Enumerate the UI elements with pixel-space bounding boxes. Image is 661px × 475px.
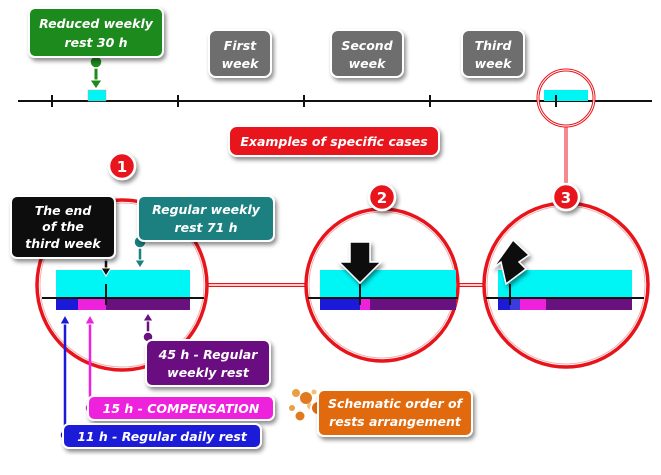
reduced-weekly-rest-callout: Reduced weekly rest 30 h xyxy=(28,7,164,90)
decorative-bubbles-icon xyxy=(289,389,317,421)
case-2 xyxy=(304,207,460,363)
case-badge-2: 2 xyxy=(367,182,397,212)
case-badge-3: 3 xyxy=(551,182,581,212)
svg-text:Regular weekly: Regular weekly xyxy=(152,202,261,217)
svg-text:rests arrangement: rests arrangement xyxy=(329,414,462,429)
connectors xyxy=(207,126,568,287)
svg-text:weekly rest: weekly rest xyxy=(167,365,250,380)
svg-text:Second: Second xyxy=(341,38,393,53)
daily-rest-callout: 11 h - Regular daily rest xyxy=(59,313,262,449)
svg-text:2: 2 xyxy=(377,189,387,207)
svg-text:week: week xyxy=(475,56,513,71)
regular-45h-callout: 45 h - Regular weekly rest xyxy=(142,312,271,387)
case-2-pointer-arrow xyxy=(337,241,383,285)
case-badge-1: 1 xyxy=(107,151,137,181)
case-3-pointer-arrow xyxy=(492,238,531,286)
case-3 xyxy=(482,201,650,369)
reduced-weekly-rest-label-2: rest 30 h xyxy=(64,35,127,50)
svg-text:11 h - Regular daily rest: 11 h - Regular daily rest xyxy=(77,429,248,444)
compensation-callout: 15 h - COMPENSATION xyxy=(84,313,275,421)
reduced-weekly-rest-label: Reduced weekly xyxy=(39,16,154,31)
reduced-rest-block xyxy=(87,89,107,102)
svg-text:third week: third week xyxy=(25,236,101,251)
svg-text:Examples of specific cases: Examples of specific cases xyxy=(240,134,427,149)
svg-text:Schematic order of: Schematic order of xyxy=(328,396,464,411)
third-week-rest-block xyxy=(544,90,588,101)
week-label-second: Second week xyxy=(330,29,404,78)
week-label-third: Third week xyxy=(461,29,525,78)
svg-text:week: week xyxy=(349,56,387,71)
regular-weekly-rest-callout: Regular weekly rest 71 h xyxy=(133,195,275,269)
schematic-callout: Schematic order of rests arrangement xyxy=(310,389,473,437)
case-1-daily-rest-bar xyxy=(56,298,78,310)
end-third-week-callout: The end of the third week xyxy=(10,195,116,277)
svg-text:Third: Third xyxy=(475,38,513,53)
svg-text:First: First xyxy=(224,38,257,53)
case-1-regular-bar xyxy=(106,298,190,310)
svg-text:1: 1 xyxy=(117,158,127,176)
svg-text:rest 71 h: rest 71 h xyxy=(174,220,237,235)
svg-text:45 h - Regular: 45 h - Regular xyxy=(158,347,259,362)
case-1-compensation-bar xyxy=(78,298,106,310)
timeline xyxy=(18,89,652,107)
svg-text:of the: of the xyxy=(42,219,84,234)
case-1-weekly-block xyxy=(56,270,190,298)
examples-title: Examples of specific cases xyxy=(228,125,440,157)
svg-text:week: week xyxy=(222,56,260,71)
svg-text:The end: The end xyxy=(35,203,93,218)
svg-text:15 h - COMPENSATION: 15 h - COMPENSATION xyxy=(103,401,260,416)
week-label-first: First week xyxy=(208,29,272,78)
svg-text:3: 3 xyxy=(561,189,571,207)
